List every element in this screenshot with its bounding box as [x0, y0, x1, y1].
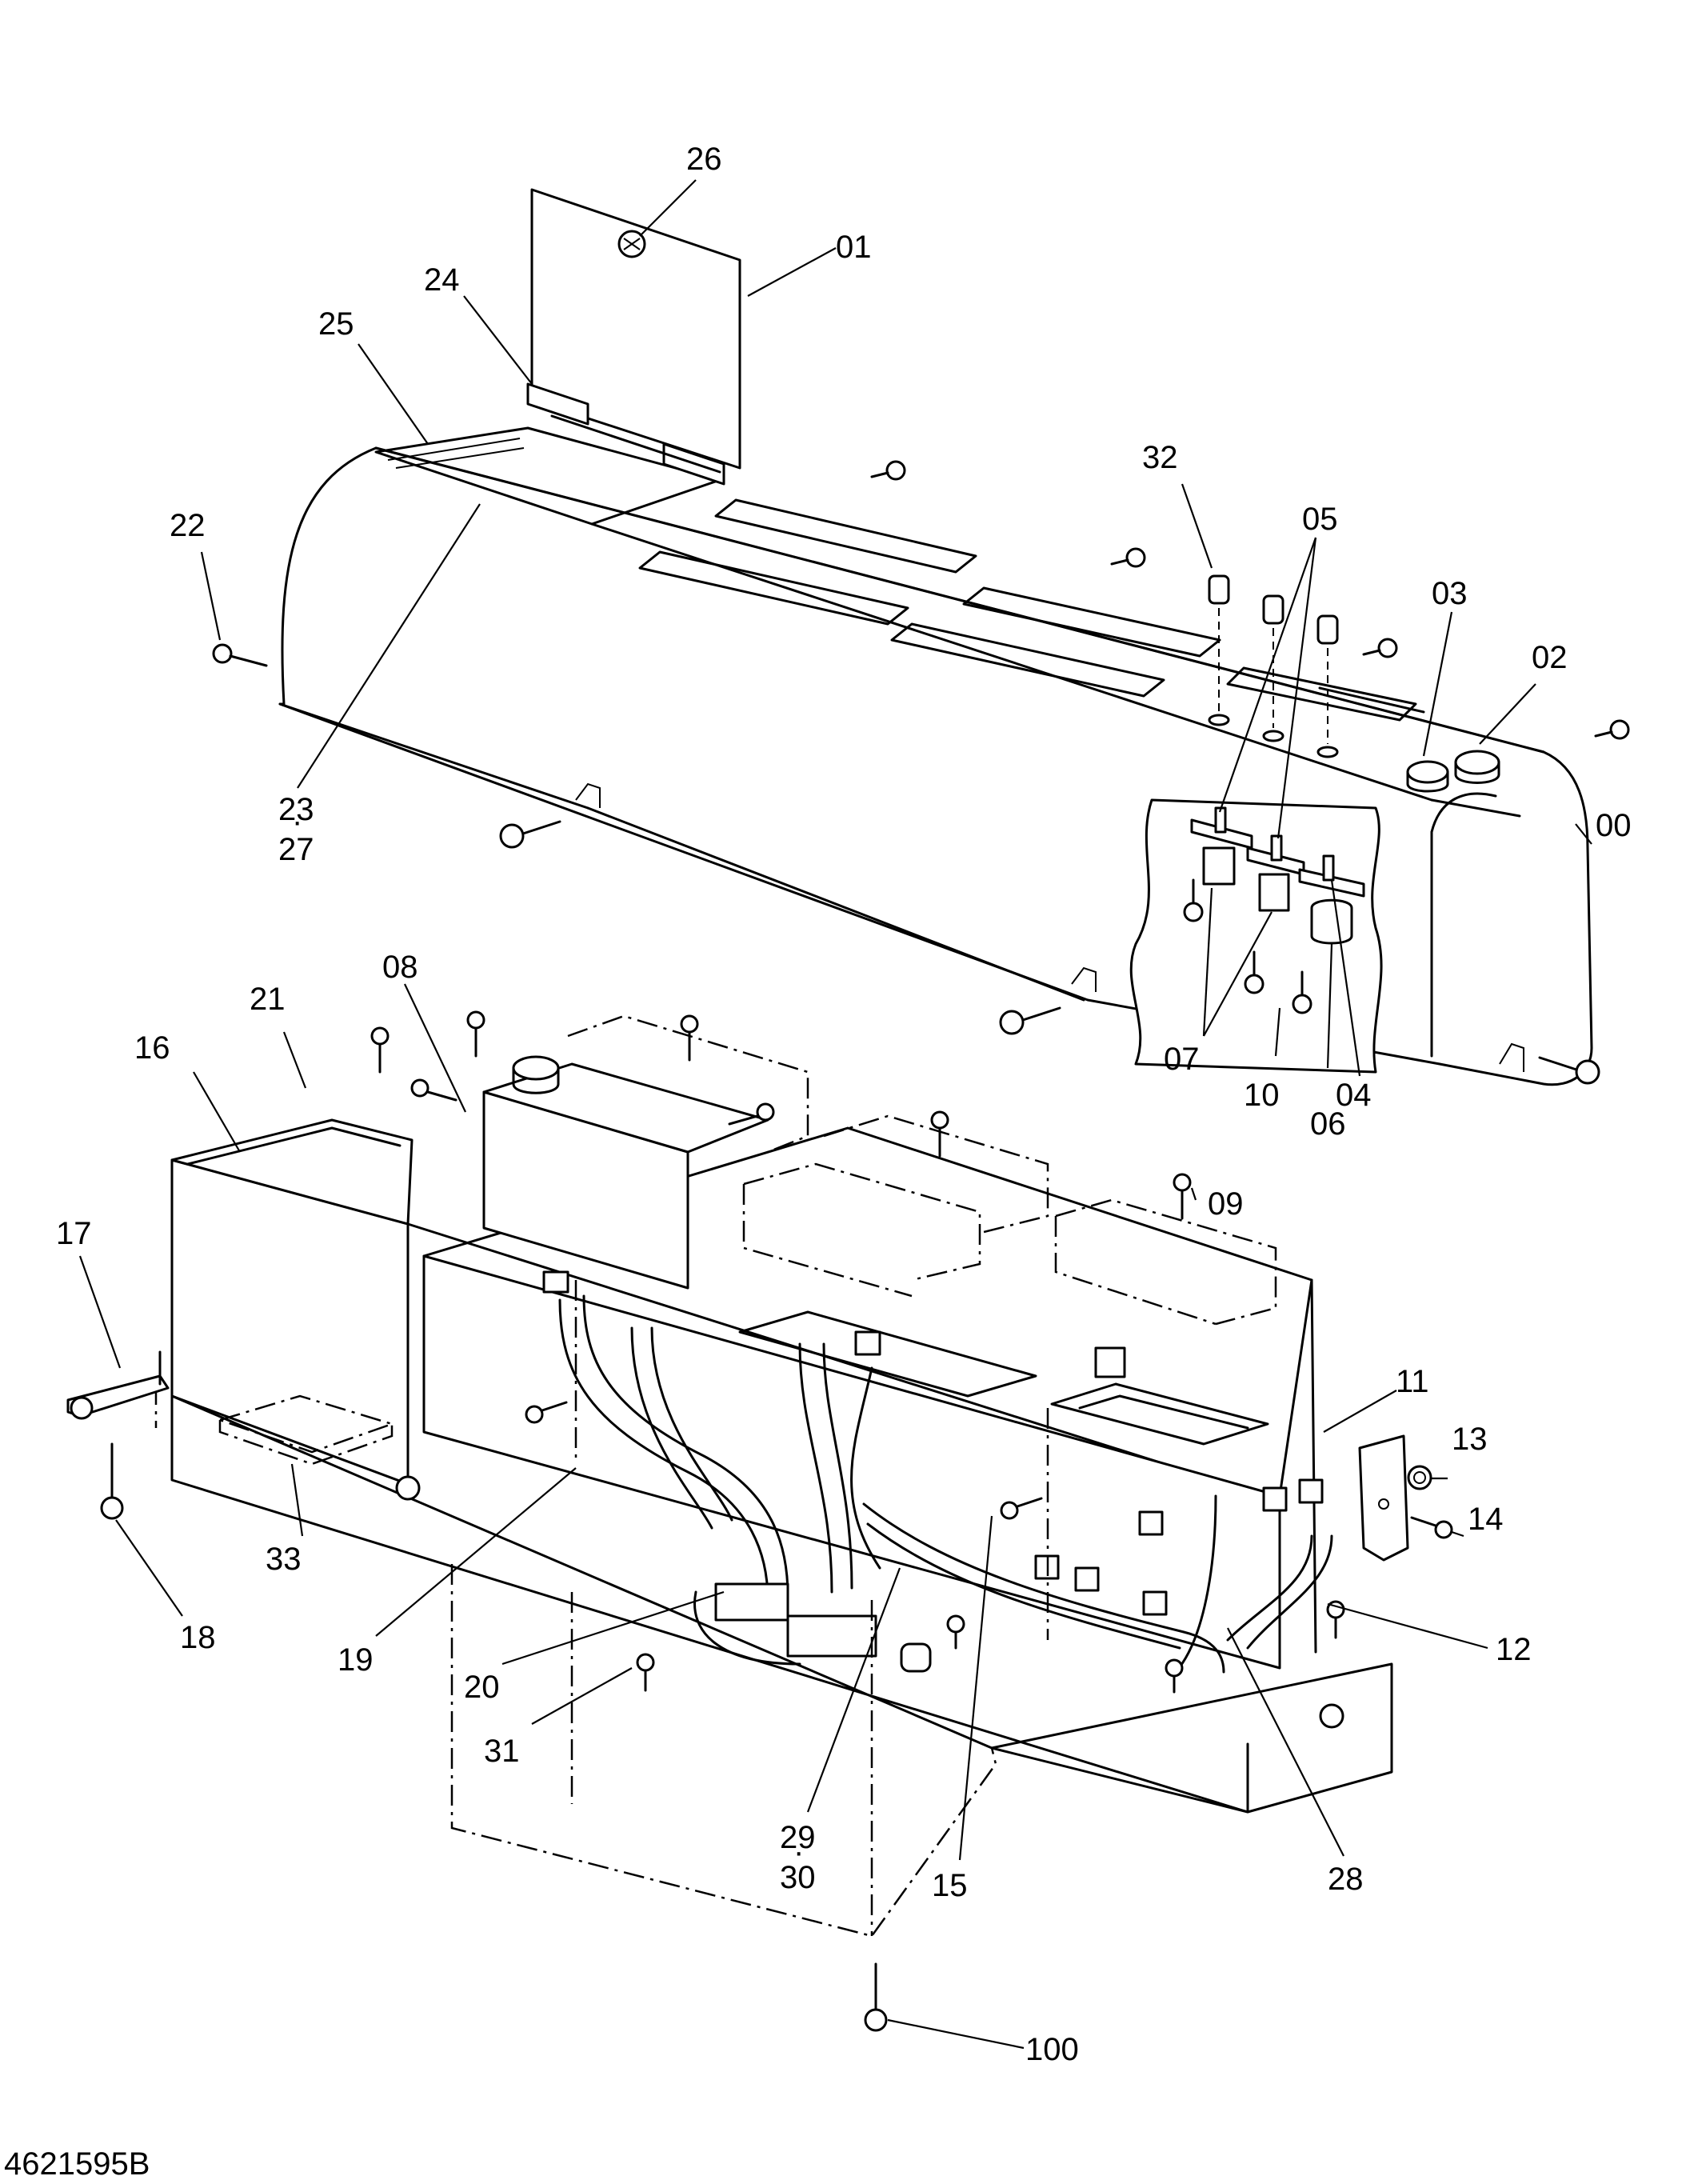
callout-22: 22 — [170, 508, 206, 543]
callout-03: 03 — [1432, 576, 1468, 611]
callout-20: 20 — [464, 1670, 500, 1705]
callout-12: 12 — [1496, 1632, 1532, 1667]
callout-04: 04 — [1336, 1078, 1372, 1113]
bracket-13 — [1358, 1434, 1432, 1562]
drawing-number: 4621595B — [4, 2146, 150, 2182]
callout-23-27-separator: · — [292, 804, 302, 839]
callout-23: 23 — [278, 792, 314, 827]
cover-screws — [212, 460, 1630, 1085]
callout-19: 19 — [338, 1642, 374, 1678]
callout-21: 21 — [250, 982, 286, 1017]
lower-bolts — [100, 1010, 1453, 2032]
callout-00: 00 — [1596, 808, 1632, 843]
callout-32: 32 — [1142, 440, 1178, 475]
callout-31: 31 — [484, 1734, 520, 1769]
callout-01: 01 — [836, 230, 872, 265]
callout-17: 17 — [56, 1216, 92, 1251]
upper-cover — [278, 426, 1593, 1086]
callout-11: 11 — [1396, 1364, 1429, 1399]
callout-13: 13 — [1452, 1422, 1488, 1457]
callout-14: 14 — [1468, 1502, 1504, 1537]
callout-07: 07 — [1164, 1042, 1200, 1077]
callout-15: 15 — [932, 1868, 968, 1903]
callout-28: 28 — [1328, 1862, 1364, 1897]
knob-02 — [1454, 750, 1500, 784]
callout-10: 10 — [1244, 1078, 1280, 1113]
access-hatch — [526, 188, 741, 486]
switch-assemblies — [1190, 806, 1365, 945]
callout-09: 09 — [1208, 1186, 1244, 1222]
callout-33: 33 — [266, 1542, 302, 1577]
callout-18: 18 — [180, 1620, 216, 1655]
leader-lines — [78, 179, 1592, 2050]
callout-06: 06 — [1310, 1106, 1346, 1142]
callout-29-30-separator: · — [793, 1834, 804, 1870]
callout-08: 08 — [382, 950, 418, 985]
callout-25: 25 — [318, 306, 354, 342]
knob-03 — [1406, 760, 1449, 793]
callout-100: 100 — [1025, 2032, 1079, 2067]
callout-29: 29 — [780, 1820, 816, 1855]
lower-case — [170, 1118, 1393, 1814]
callout-16: 16 — [134, 1030, 170, 1066]
callout-24: 24 — [424, 262, 460, 298]
connectors — [542, 1270, 1324, 1658]
callout-labels: 26 01 24 25 22 32 05 03 02 23 · 27 00 08… — [56, 142, 1632, 2067]
bracket-17 — [66, 1350, 170, 1420]
wire-harness — [558, 1294, 1333, 1674]
callout-26: 26 — [686, 142, 722, 177]
callout-05: 05 — [1302, 502, 1338, 537]
callout-27: 27 — [278, 832, 314, 867]
switch-caps — [1208, 574, 1339, 758]
callout-02: 02 — [1532, 640, 1568, 675]
callout-30: 30 — [780, 1860, 816, 1895]
